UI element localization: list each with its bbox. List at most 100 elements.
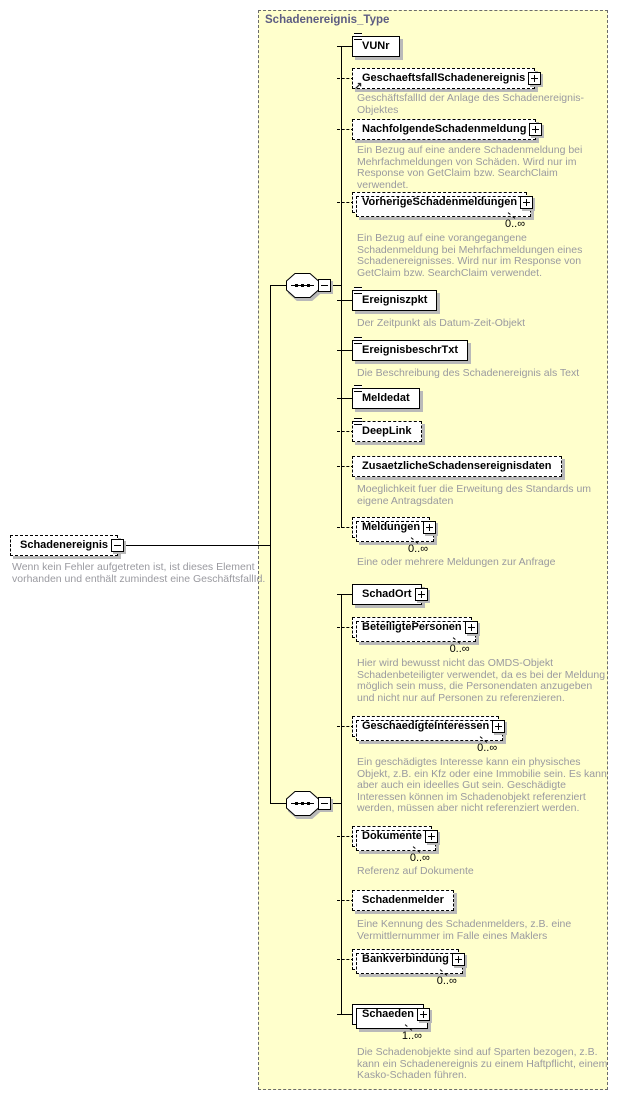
sequence-icon: [286, 791, 319, 816]
element-description: Der Zeitpunkt als Datum-Zeit-Objekt: [357, 317, 526, 329]
element-entry: Schadenmelder: [352, 890, 454, 911]
element-label: Meldedat: [362, 392, 410, 404]
child-connector-line: [337, 594, 354, 595]
collapse-icon[interactable]: [318, 279, 331, 292]
expand-icon[interactable]: [529, 123, 543, 136]
element-label: SchadOrt: [362, 588, 412, 600]
child-connector-line: [337, 527, 354, 528]
element-label: EreignisbeschrTxt: [362, 344, 458, 356]
element-description: Ein Bezug auf eine andere Schadenmeldung…: [357, 144, 583, 191]
child-connector-line: [337, 466, 354, 467]
expand-icon[interactable]: [424, 830, 438, 843]
child-connector-line: [337, 129, 354, 130]
element-label: Ereigniszpkt: [362, 294, 428, 306]
element-entry: GeschaedigteInteressen 0..∞: [352, 716, 506, 754]
child-connector-line: [337, 959, 354, 960]
element-entry: SchadOrt: [352, 584, 428, 605]
element-box-beteiligtepersonen[interactable]: BeteiligtePersonen: [352, 617, 478, 642]
element-entry: VUNr: [352, 33, 400, 57]
element-description: Hier wird bewusst nicht das OMDS-Objekt …: [357, 657, 606, 704]
element-entry: NachfolgendeSchadenmeldung: [352, 119, 543, 140]
child-connector-line: [337, 78, 354, 79]
element-description: Ein geschädigtes Interesse kann ein phys…: [357, 756, 607, 815]
element-label: Meldungen: [362, 521, 421, 533]
expand-icon[interactable]: [528, 72, 542, 85]
element-box-schadort[interactable]: SchadOrt: [352, 584, 428, 605]
element-box-meldungen[interactable]: Meldungen: [352, 517, 437, 542]
connector-line: [270, 285, 287, 286]
element-box-dokumente[interactable]: Dokumente: [352, 826, 438, 851]
element-label: Dokumente: [362, 830, 422, 842]
attributes-icon: [354, 33, 362, 40]
connector-line: [341, 46, 342, 528]
element-entry: Meldedat: [352, 385, 420, 409]
complex-type-title: Schadenereignis_Type: [265, 14, 390, 26]
child-connector-line: [337, 46, 354, 47]
element-label: VUNr: [362, 40, 390, 52]
element-description: Eine oder mehrere Meldungen zur Anfrage: [357, 556, 556, 568]
element-box-vorherigeschadenmeldungen[interactable]: VorherigeSchadenmeldungen: [352, 192, 534, 217]
element-entry: VorherigeSchadenmeldungen 0..∞: [352, 192, 534, 230]
element-box-schadenereignis[interactable]: Schadenereignis: [10, 535, 125, 556]
element-occurrence: 0..∞: [449, 643, 470, 655]
child-connector-line: [337, 627, 354, 628]
element-occurrence: 0..∞: [477, 742, 498, 754]
element-box-schaeden[interactable]: Schaeden: [352, 1004, 430, 1029]
connector-line: [270, 803, 287, 804]
element-box-nachfolgendeschadenmeldung[interactable]: NachfolgendeSchadenmeldung: [352, 119, 543, 140]
element-entry: Meldungen 0..∞: [352, 517, 437, 555]
expand-icon[interactable]: [416, 1008, 430, 1021]
connector-line: [112, 545, 270, 546]
element-entry: EreignisbeschrTxt: [352, 337, 468, 361]
element-entry: ZusaetzlicheSchadensereignisdaten: [352, 456, 562, 477]
attributes-icon: [354, 418, 362, 425]
element-entry: Ereigniszpkt: [352, 287, 438, 311]
expand-icon[interactable]: [520, 196, 534, 209]
element-box-bankverbindung[interactable]: Bankverbindung: [352, 949, 465, 974]
collapse-icon[interactable]: [111, 539, 125, 552]
child-connector-line: [337, 350, 354, 351]
expand-icon[interactable]: [414, 588, 428, 601]
element-box-deeplink[interactable]: DeepLink: [352, 418, 422, 442]
root-element-description: Wenn kein Fehler aufgetreten ist, ist di…: [12, 561, 266, 585]
element-box-meldedat[interactable]: Meldedat: [352, 385, 420, 409]
element-occurrence: 0..∞: [504, 218, 526, 230]
element-description: Die Schadenobjekte sind auf Sparten bezo…: [357, 1046, 608, 1082]
expand-icon[interactable]: [492, 720, 506, 733]
element-occurrence: 0..∞: [407, 543, 429, 555]
reference-arrow-icon: [354, 82, 362, 91]
collapse-icon[interactable]: [318, 797, 331, 810]
element-box-schadenmelder[interactable]: Schadenmelder: [352, 890, 454, 911]
element-label: VorherigeSchadenmeldungen: [362, 196, 518, 208]
child-connector-line: [337, 1014, 354, 1015]
child-connector-line: [337, 431, 354, 432]
child-connector-line: [337, 726, 354, 727]
element-entry: Dokumente 0..∞: [352, 826, 438, 864]
child-connector-line: [337, 202, 354, 203]
root-element-entry: Schadenereignis: [10, 535, 125, 556]
element-label: ZusaetzlicheSchadensereignisdaten: [362, 460, 552, 472]
expand-icon[interactable]: [464, 621, 478, 634]
element-box-vunr[interactable]: VUNr: [352, 33, 400, 57]
element-label: GeschaedigteInteressen: [362, 720, 490, 732]
expand-icon[interactable]: [451, 953, 465, 966]
element-box-ereigniszpkt[interactable]: Ereigniszpkt: [352, 287, 438, 311]
element-occurrence: 1..∞: [401, 1030, 422, 1042]
element-occurrence: 0..∞: [409, 852, 430, 864]
element-box-geschaeftsfallschadenereignis[interactable]: GeschaeftsfallSchadenereignis: [352, 68, 542, 91]
sequence-connector[interactable]: [286, 273, 332, 298]
connector-line: [341, 594, 342, 1015]
element-description: Referenz auf Dokumente: [357, 865, 474, 877]
element-box-zusaetzlicheschadensereignisdaten[interactable]: ZusaetzlicheSchadensereignisdaten: [352, 456, 562, 477]
element-entry: GeschaeftsfallSchadenereignis: [352, 68, 542, 91]
sequence-connector[interactable]: [286, 791, 332, 816]
element-description: GeschäftsfallId der Anlage des Schadener…: [357, 92, 585, 116]
element-box-ereignisbeschrtxt[interactable]: EreignisbeschrTxt: [352, 337, 468, 361]
attributes-icon: [354, 287, 362, 294]
element-label: Bankverbindung: [362, 953, 449, 965]
expand-icon[interactable]: [423, 521, 437, 534]
element-box-geschaedigteinteressen[interactable]: GeschaedigteInteressen: [352, 716, 506, 741]
element-description: Ein Bezug auf eine vorangegangene Schade…: [357, 232, 583, 279]
